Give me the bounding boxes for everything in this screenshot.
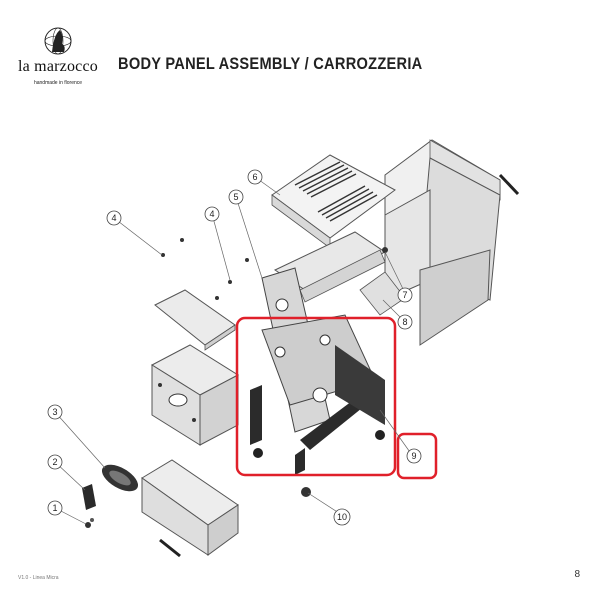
- callout-1: 1: [47, 500, 63, 516]
- screws: [161, 238, 249, 300]
- highlight-box-callout: [396, 432, 438, 480]
- callout-4b: 4: [204, 206, 220, 222]
- callout-3: 3: [47, 404, 63, 420]
- callout-9: 9: [406, 448, 422, 464]
- support-rails: [273, 231, 406, 316]
- brand-tagline: handmade in florence: [33, 80, 83, 86]
- svg-text:6: 6: [252, 172, 257, 182]
- left-flat-panel: [154, 289, 236, 351]
- callout-2: 2: [47, 454, 63, 470]
- brand-name: la marzocco: [18, 58, 98, 75]
- footer-version: V1.0 - Linea Micra: [18, 575, 59, 581]
- lion-emblem-icon: [44, 27, 72, 55]
- svg-text:9: 9: [411, 451, 416, 461]
- svg-text:5: 5: [233, 192, 238, 202]
- page-title: BODY PANEL ASSEMBLY / CARROZZERIA: [118, 54, 423, 73]
- front-housing-box: [150, 344, 240, 446]
- svg-text:8: 8: [402, 317, 407, 327]
- callout-6: 6: [247, 169, 263, 185]
- svg-text:3: 3: [52, 407, 57, 417]
- highlight-box-assembly: [235, 316, 397, 477]
- callout-8: 8: [397, 314, 413, 330]
- page-number: 8: [574, 569, 580, 580]
- bracket-part: [82, 484, 96, 510]
- svg-text:4: 4: [209, 209, 214, 219]
- callout-7: 7: [397, 287, 413, 303]
- svg-text:4: 4: [111, 213, 116, 223]
- callout-5: 5: [228, 189, 244, 205]
- callout-10: 10: [333, 508, 351, 526]
- bottom-cover: [141, 459, 239, 558]
- foot-part: [301, 487, 311, 497]
- svg-text:10: 10: [337, 512, 347, 522]
- base-frame: [250, 345, 385, 475]
- svg-text:1: 1: [52, 503, 57, 513]
- brand-logo: la marzocco handmade in florence: [10, 24, 106, 94]
- svg-text:7: 7: [402, 290, 407, 300]
- svg-text:2: 2: [52, 457, 57, 467]
- gasket-part: [101, 464, 139, 492]
- callout-4a: 4: [106, 210, 122, 226]
- screw-part: [85, 518, 94, 528]
- main-frame-panel: [384, 139, 520, 346]
- top-vent-panel: [271, 154, 396, 249]
